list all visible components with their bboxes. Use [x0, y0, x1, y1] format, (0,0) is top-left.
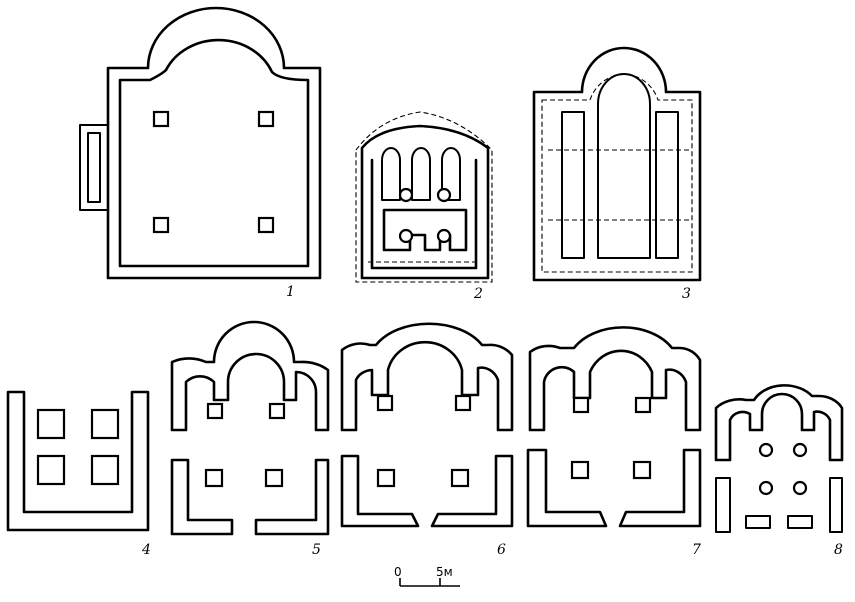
plan-6	[340, 322, 514, 528]
plan-label-6: 6	[497, 542, 506, 558]
scale-end-label: 5м	[436, 565, 453, 579]
scale-start-label: 0	[394, 565, 402, 579]
plan-label-3: 3	[682, 286, 691, 302]
plan-8	[714, 384, 844, 533]
plan-label-7: 7	[692, 542, 701, 558]
plan-4	[6, 390, 150, 532]
plan-label-2: 2	[473, 286, 483, 302]
plan-7	[526, 326, 702, 528]
plan-1	[79, 6, 322, 280]
plan-5	[170, 320, 330, 536]
plan-label-5: 5	[312, 542, 321, 558]
plan-3	[532, 46, 702, 282]
plan-2	[355, 111, 493, 283]
scale-bar: 0 5м	[394, 565, 460, 587]
plan-label-1: 1	[286, 284, 295, 300]
plan-label-8: 8	[834, 542, 843, 558]
plan-label-4: 4	[141, 542, 151, 558]
